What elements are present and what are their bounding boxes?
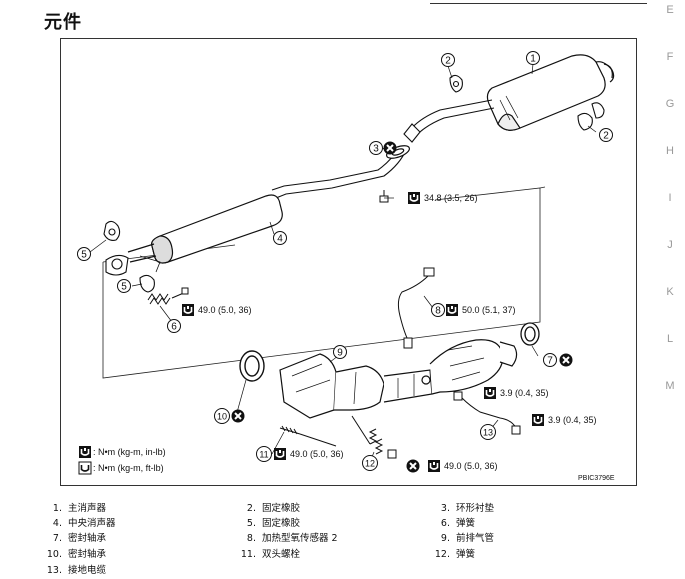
torque-icon [181, 303, 195, 317]
index-letter[interactable]: L [666, 333, 674, 345]
center-pipe[interactable] [271, 99, 495, 199]
part-number: 6 [171, 322, 177, 333]
index-letter[interactable]: H [666, 145, 674, 157]
flange-bolt[interactable] [379, 190, 389, 203]
torque-callouts: 34.8 (3.5, 26) 49.0 (5.0, 36) 50.0 (5.1,… [198, 193, 597, 471]
part-item: 9.前排气管 [440, 533, 495, 544]
part-number: 4 [277, 234, 283, 245]
seal-bearing-rear[interactable] [520, 322, 540, 346]
part-item: 3.环形衬垫 [440, 503, 495, 514]
heated-oxygen-sensor[interactable] [397, 267, 435, 349]
part-number: 2 [445, 56, 451, 67]
part-number: 3 [373, 144, 379, 155]
header-rule [430, 3, 647, 4]
discard-icon [230, 408, 246, 424]
part-number: 2 [603, 131, 609, 142]
torque-icon [531, 413, 545, 427]
part-item: 7.密封轴承 [52, 533, 107, 544]
index-letter[interactable]: F [666, 51, 674, 63]
diagram-frame [60, 38, 637, 486]
torque-value: 49.0 (5.0, 36) [198, 305, 252, 315]
discard-markers [230, 140, 574, 474]
torque-value: 49.0 (5.0, 36) [290, 449, 344, 459]
torque-icon [273, 447, 287, 461]
part-number: 1 [530, 54, 536, 65]
part-item: 4.中央消声器 [52, 518, 116, 529]
part-number-markers [77, 51, 613, 471]
part-item: 12.弹簧 [434, 549, 476, 560]
figure-code: PBIC3796E [578, 475, 615, 482]
part-number: 7 [547, 356, 553, 367]
torque-icon [445, 303, 459, 317]
part-number: 11 [259, 450, 268, 460]
torque-value: 49.0 (5.0, 36) [444, 461, 498, 471]
ground-cable[interactable] [453, 391, 521, 435]
part-number: 13 [483, 428, 493, 438]
discard-icon [558, 352, 574, 368]
part-number: 12 [365, 459, 375, 469]
page-title: 元件 [44, 12, 82, 33]
torque-icon [483, 386, 497, 400]
part-item: 13.接地电缆 [46, 565, 107, 576]
main-muffler[interactable] [486, 54, 615, 131]
torque-value: 50.0 (5.1, 37) [462, 305, 516, 315]
mounting-rubber-front[interactable] [103, 220, 155, 293]
part-number: 8 [435, 306, 441, 317]
parts-list: 1.主消声器 2.固定橡胶 3.环形衬垫 4.中央消声器 5.固定橡胶 6.弹簧… [0, 496, 685, 579]
front-exhaust-tube[interactable] [279, 339, 518, 419]
legend-inlb: : N•m (kg-m, in-lb) [93, 447, 166, 457]
discard-icon [382, 140, 398, 156]
part-number: 10 [217, 412, 227, 422]
index-letter[interactable]: I [668, 192, 672, 204]
torque-value: 3.9 (0.4, 35) [548, 415, 597, 425]
part-number: 5 [121, 282, 127, 293]
torque-icon [427, 459, 441, 473]
seal-bearing-front[interactable] [239, 350, 265, 382]
part-number: 5 [81, 250, 87, 261]
torque-legend: : N•m (kg-m, in-lb) : N•m (kg-m, ft-lb) [93, 447, 166, 473]
part-item: 6.弹簧 [440, 518, 476, 529]
torque-icon [78, 461, 92, 475]
part-item: 1.主消声器 [52, 503, 107, 514]
index-letter[interactable]: J [667, 239, 673, 251]
torque-icons [78, 191, 545, 475]
index-letter[interactable]: E [666, 4, 674, 16]
stud-bolt[interactable] [279, 425, 337, 447]
part-item: 2.固定橡胶 [246, 503, 301, 514]
torque-icon [407, 191, 421, 205]
spring-bolt[interactable] [147, 287, 189, 305]
torque-value: 3.9 (0.4, 35) [500, 388, 549, 398]
spring-nut[interactable] [351, 415, 397, 459]
part-item: 8.加热型氧传感器 2 [246, 533, 338, 544]
index-letter[interactable]: K [666, 286, 674, 298]
torque-value: 34.8 (3.5, 26) [424, 193, 478, 203]
center-muffler[interactable] [127, 194, 283, 273]
part-number: 9 [337, 348, 343, 359]
mounting-rubber-rear[interactable] [449, 74, 605, 131]
discard-icon [405, 458, 421, 474]
part-item: 10.密封轴承 [46, 549, 107, 560]
index-letter[interactable]: M [665, 380, 675, 392]
part-item: 5.固定橡胶 [246, 518, 301, 529]
part-number-labels: 1 2 2 3 4 5 5 6 7 8 9 10 11 12 13 [81, 54, 609, 469]
index-letter[interactable]: G [665, 98, 675, 110]
legend-ftlb: : N•m (kg-m, ft-lb) [93, 463, 164, 473]
part-item: 11.双头螺栓 [240, 549, 301, 560]
torque-icon [78, 445, 92, 459]
